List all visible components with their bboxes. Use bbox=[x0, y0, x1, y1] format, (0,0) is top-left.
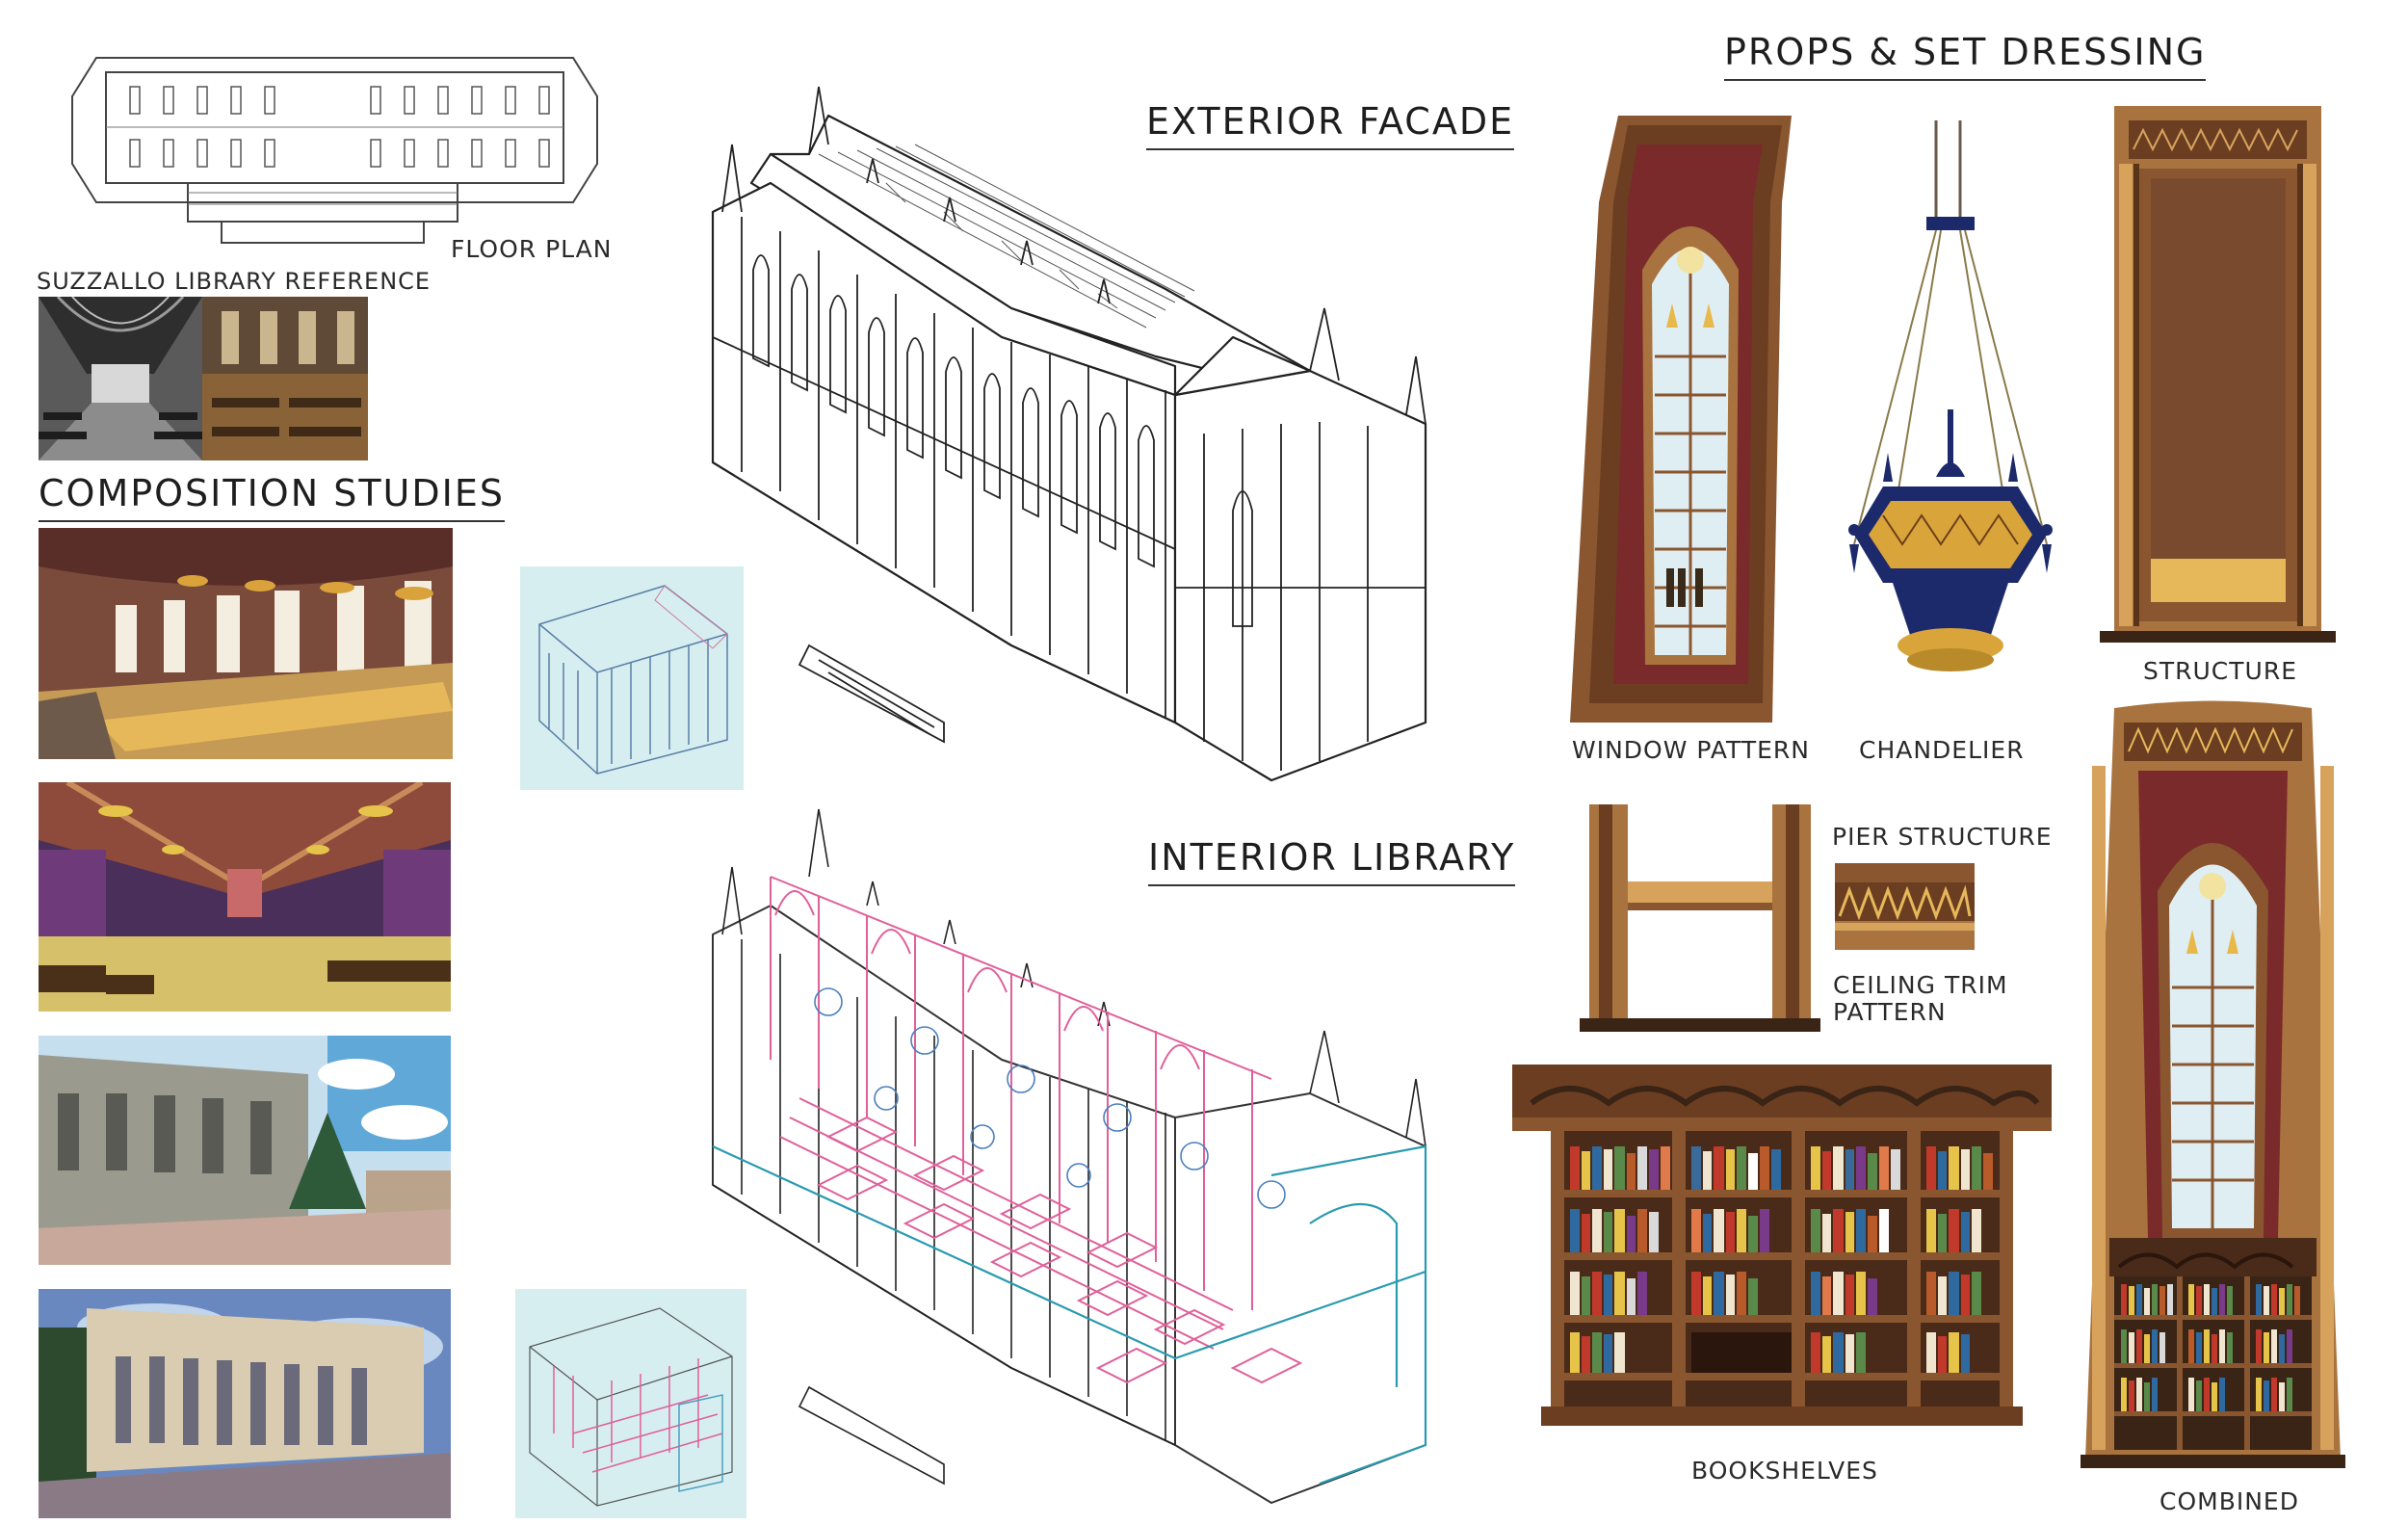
chandelier-label: CHANDELIER bbox=[1859, 736, 2025, 764]
window-pattern-label: WINDOW PATTERN bbox=[1572, 736, 1810, 764]
exterior-wireframe-thumbnail bbox=[520, 566, 744, 790]
pier-structure-prop bbox=[1580, 804, 1820, 1036]
pier-structure-label: PIER STRUCTURE bbox=[1832, 823, 2053, 851]
composition-study-2 bbox=[39, 782, 451, 1012]
ceiling-trim-prop bbox=[1835, 863, 1975, 950]
interior-library-drawing bbox=[694, 771, 1464, 1522]
interior-heading: INTERIOR LIBRARY bbox=[1148, 836, 1516, 886]
composition-study-4 bbox=[39, 1289, 451, 1518]
ceiling-trim-label-line2: PATTERN bbox=[1833, 998, 1947, 1026]
floor-plan-drawing bbox=[53, 39, 612, 250]
ceiling-trim-label-line1: CEILING TRIM bbox=[1833, 971, 2008, 999]
floor-plan-label: FLOOR PLAN bbox=[451, 235, 613, 263]
composition-study-3 bbox=[39, 1036, 451, 1265]
composition-heading: COMPOSITION STUDIES bbox=[39, 472, 505, 522]
reference-label: SUZZALLO LIBRARY REFERENCE bbox=[37, 268, 432, 295]
reference-photo-hall bbox=[39, 297, 202, 460]
window-pattern-prop bbox=[1560, 106, 1811, 732]
structure-prop bbox=[2095, 106, 2341, 645]
exterior-heading: EXTERIOR FACADE bbox=[1146, 100, 1515, 150]
interior-wireframe-thumbnail bbox=[515, 1289, 746, 1518]
combined-prop bbox=[2081, 698, 2345, 1469]
bookshelves-prop bbox=[1512, 1065, 2052, 1431]
chandelier-prop bbox=[1825, 120, 2076, 718]
combined-label: COMBINED bbox=[2159, 1487, 2299, 1515]
composition-study-1 bbox=[39, 528, 453, 759]
reference-photo-reading-room bbox=[202, 297, 368, 460]
bookshelves-label: BOOKSHELVES bbox=[1691, 1457, 1878, 1485]
exterior-facade-drawing bbox=[694, 48, 1464, 790]
props-heading: PROPS & SET DRESSING bbox=[1724, 31, 2207, 81]
structure-label: STRUCTURE bbox=[2143, 657, 2298, 685]
